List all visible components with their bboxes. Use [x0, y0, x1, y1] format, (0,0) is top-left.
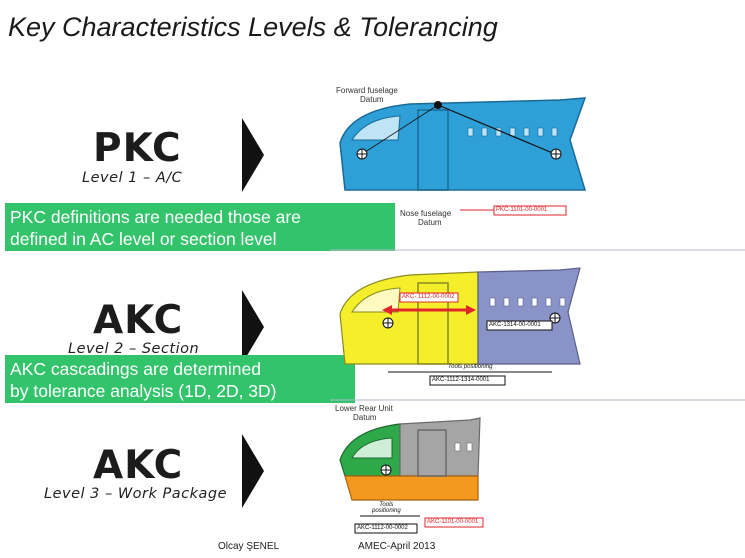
akc-callout-line-1: AKC cascadings are determined [10, 359, 261, 379]
akc-callout: AKC cascadings are determined by toleran… [5, 355, 355, 403]
footer-event: AMEC-April 2013 [358, 541, 436, 552]
level-3-arrow-icon [242, 434, 264, 508]
level-1-heading: PKC [93, 126, 182, 171]
pkc-callout-line-1: PKC definitions are needed those are [10, 207, 301, 227]
lower-rear-unit-label: Lower Rear Unit Datum [335, 404, 393, 422]
forward-fuselage-datum-label: Forward fuselage Datum [336, 86, 398, 104]
level-1-arrow-icon [242, 118, 264, 192]
tools-positioning-2-line-1: Tools [379, 502, 394, 508]
nose-fuselage-label-line-1: Nose fuselage [400, 209, 452, 218]
level-1-fuselage [339, 97, 587, 216]
slide-title: Key Characteristics Levels & Tolerancing [8, 12, 498, 42]
lower-rear-unit-label-line-1: Lower Rear Unit [335, 404, 393, 413]
pkc-tag: PKC-1101-00-0001 [496, 207, 548, 213]
akc-tag-lower: AKC-1112-1314-0001 [432, 377, 490, 383]
akc-tag-bottom-right: AKC-1101-00-0001 [427, 519, 479, 525]
nose-fuselage-datum-label: Nose fuselage Datum [400, 209, 451, 227]
level-2-arrow-icon [242, 290, 264, 364]
level-2-subtitle: Level 2 – Section [68, 341, 200, 357]
level-1-subtitle: Level 1 – A/C [82, 170, 183, 186]
akc-tag-bottom-left: AKC-1112-00-0002 [357, 525, 408, 531]
pkc-callout-line-2: defined in AC level or section level [10, 229, 277, 249]
tools-positioning-label: Tools positioning [448, 364, 493, 370]
forward-fuselage-label-line-1: Forward fuselage [336, 86, 398, 95]
pkc-callout: PKC definitions are needed those are def… [5, 203, 395, 251]
tools-positioning-2-line-2: positioning [372, 508, 401, 514]
tools-positioning-label-2: Tools positioning [372, 502, 401, 514]
nose-fuselage-label-line-2: Datum [418, 218, 442, 227]
lower-rear-unit-label-line-2: Datum [353, 413, 377, 422]
akc-tag-upper: AKC- 1112-00-0002 [402, 294, 455, 300]
forward-fuselage-label-line-2: Datum [360, 95, 384, 104]
level-3-heading: AKC [93, 443, 184, 488]
level-3-subtitle: Level 3 – Work Package [44, 486, 228, 502]
level-2-fuselage [339, 267, 581, 386]
akc-callout-line-2: by tolerance analysis (1D, 2D, 3D) [10, 381, 277, 401]
level-3-fuselage [339, 417, 484, 534]
footer-author: Olcay ŞENEL [218, 541, 280, 552]
akc-tag-right: AKC-1314-00-0001 [489, 322, 541, 328]
level-2-heading: AKC [93, 298, 184, 343]
